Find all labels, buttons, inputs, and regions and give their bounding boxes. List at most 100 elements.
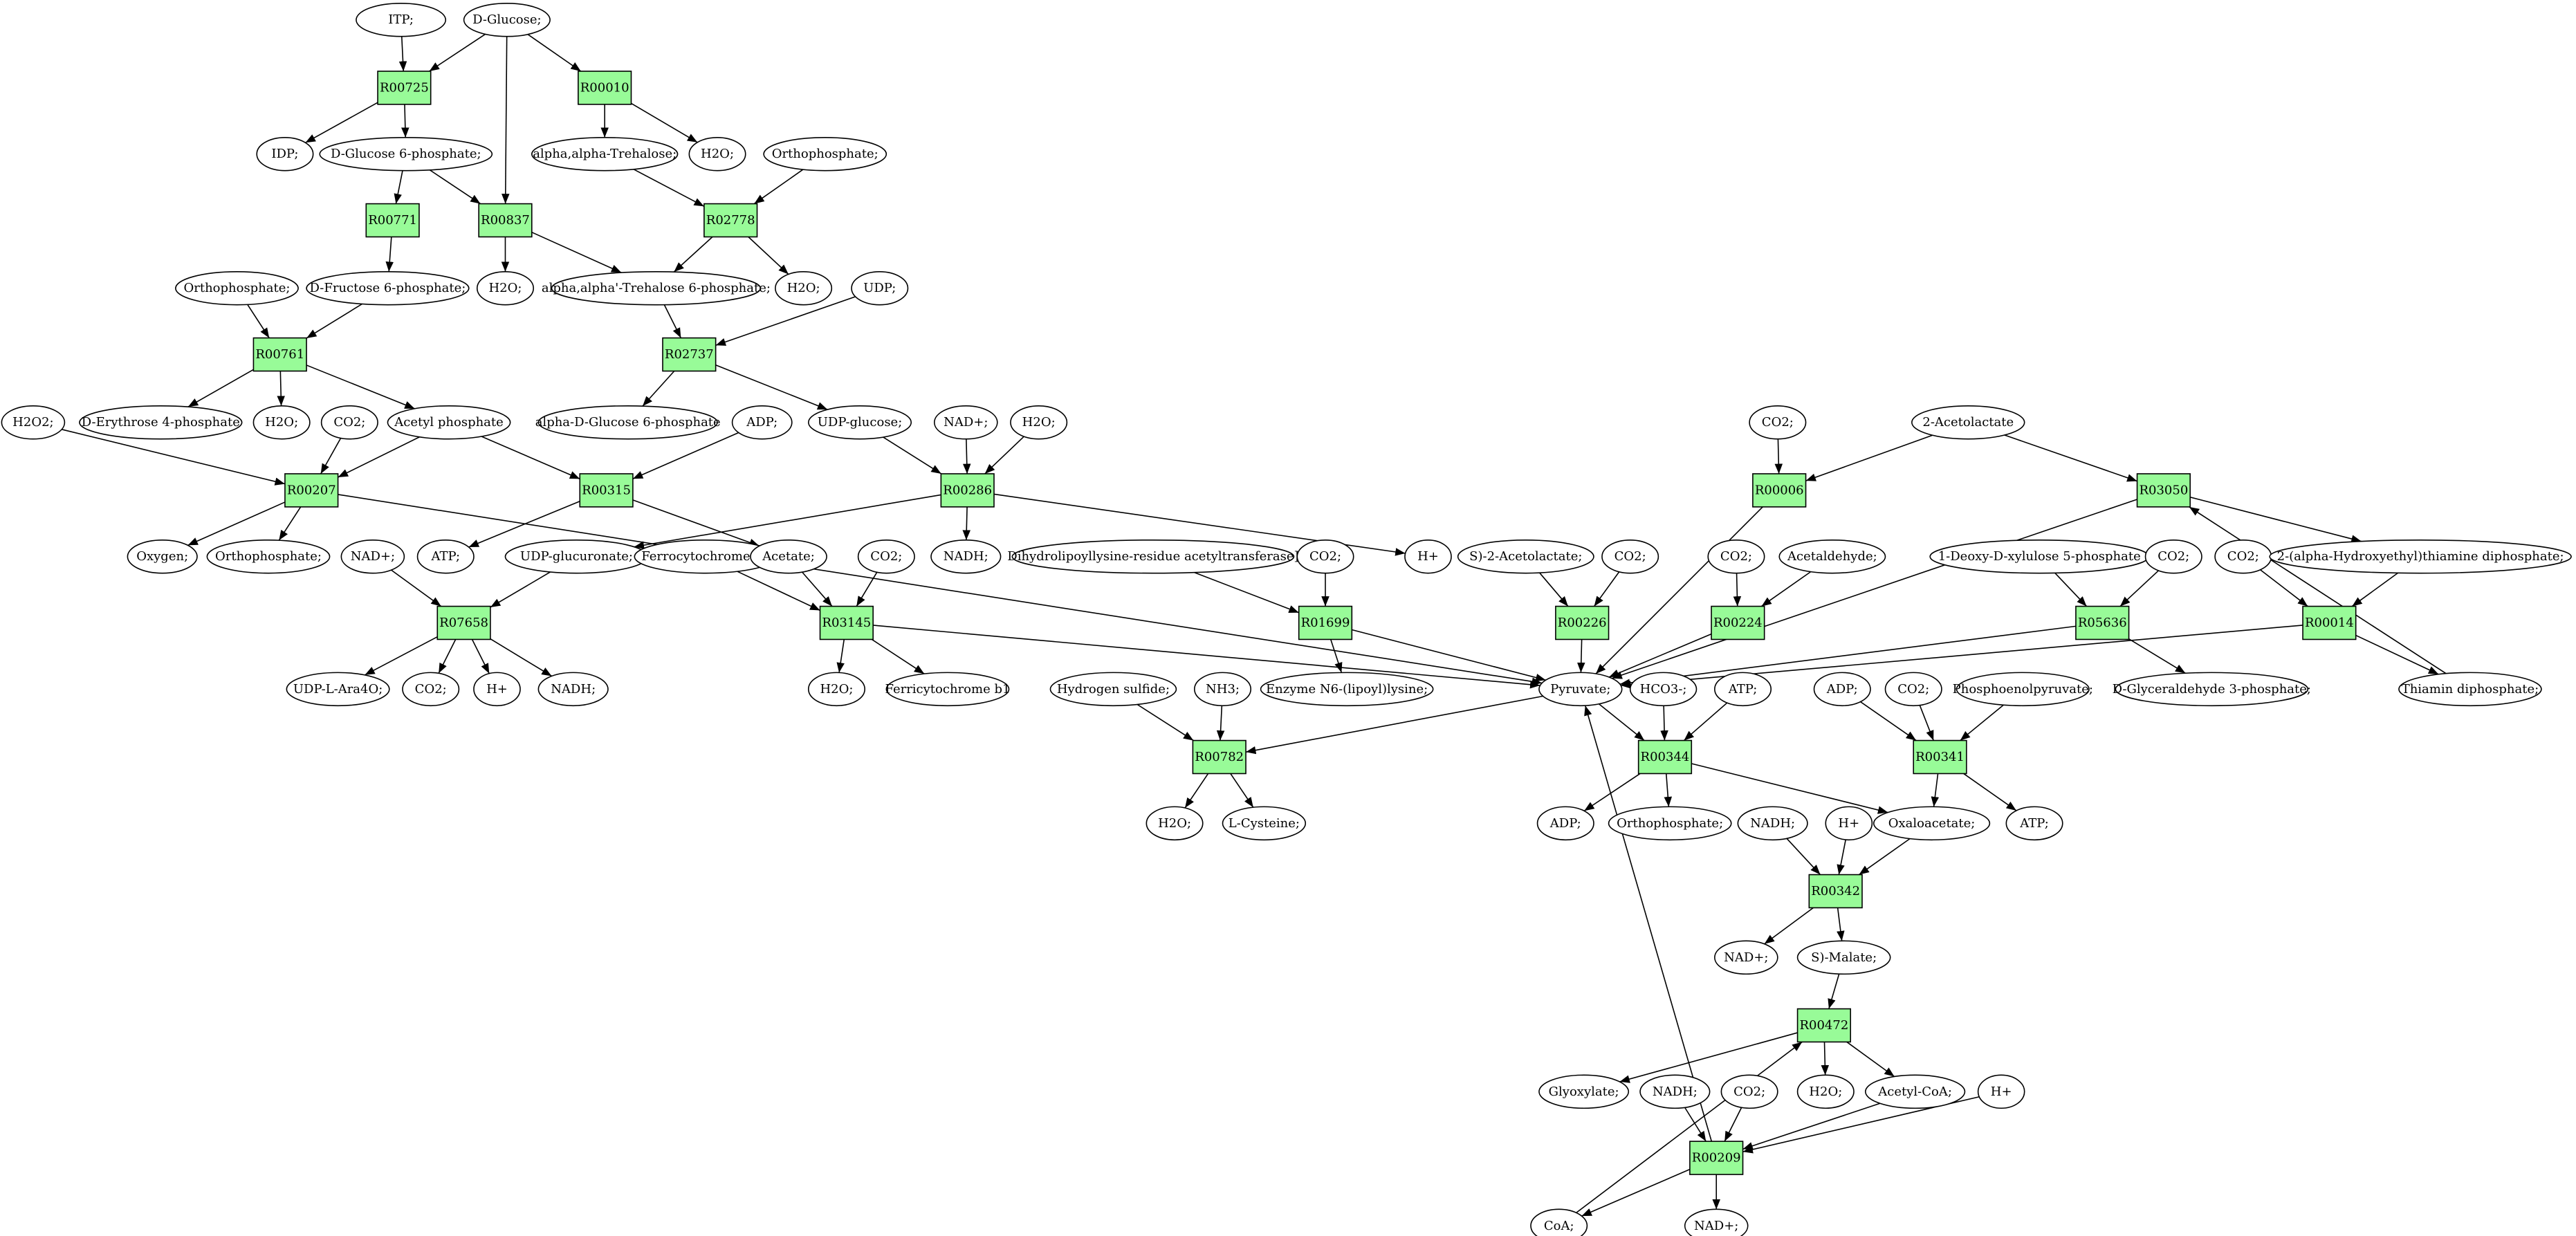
metabolite-node-udp-glucuronate[interactable]: UDP-glucuronate; bbox=[504, 539, 649, 574]
target-metabolite-cysteine[interactable]: L-Cysteine; bbox=[1222, 806, 1307, 841]
reaction-node-r00761[interactable]: R00761 bbox=[252, 337, 307, 372]
metabolite-node-adp-2[interactable]: ADP; bbox=[1813, 672, 1871, 707]
reaction-node-r00207[interactable]: R00207 bbox=[284, 473, 339, 508]
metabolite-node-adp-1[interactable]: ADP; bbox=[731, 405, 793, 440]
metabolite-node-udp-ara4o[interactable]: UDP-L-Ara4O; bbox=[286, 672, 390, 707]
metabolite-node-nadh-4[interactable]: NADH; bbox=[1639, 1074, 1711, 1109]
metabolite-node-acetyl-coa[interactable]: Acetyl-CoA; bbox=[1864, 1074, 1966, 1109]
metabolite-node-h-2[interactable]: H+ bbox=[473, 672, 521, 707]
metabolite-node-co2-8[interactable]: CO2; bbox=[2214, 539, 2272, 574]
reaction-node-r01699[interactable]: R01699 bbox=[1298, 605, 1353, 640]
metabolite-node-h2o-8[interactable]: H2O; bbox=[1796, 1074, 1855, 1109]
metabolite-node-orthophosphate-4[interactable]: Orthophosphate; bbox=[1608, 806, 1732, 841]
metabolite-node-nad-3[interactable]: NAD+; bbox=[1714, 940, 1778, 975]
metabolite-node-h2o-1[interactable]: H2O; bbox=[688, 136, 746, 172]
reaction-node-r07658[interactable]: R07658 bbox=[436, 605, 491, 640]
metabolite-node-ag6p[interactable]: alpha-D-Glucose 6-phosphate bbox=[535, 405, 721, 440]
metabolite-node-pyruvate[interactable]: Pyruvate; bbox=[1538, 672, 1623, 707]
reaction-node-r00472[interactable]: R00472 bbox=[1796, 1008, 1852, 1043]
metabolite-node-ferricytochrome[interactable]: Ferricytochrome b1 bbox=[885, 672, 1010, 707]
metabolite-node-nad-1[interactable]: NAD+; bbox=[933, 405, 998, 440]
metabolite-node-ferrocytochrome[interactable]: Ferrocytochrome b1 bbox=[634, 539, 778, 574]
metabolite-node-h2o2[interactable]: H2O2; bbox=[1, 405, 66, 440]
metabolite-node-orthophosphate-3[interactable]: Orthophosphate; bbox=[206, 539, 331, 574]
metabolite-node-dihydrolipoyllysine[interactable]: Dihydrolipoyllysine-residue acetyltransf… bbox=[1007, 539, 1299, 574]
metabolite-node-pep[interactable]: Phosphoenolpyruvate; bbox=[1953, 672, 2093, 707]
metabolite-node-orthophosphate-2[interactable]: Orthophosphate; bbox=[175, 270, 299, 306]
metabolite-node-oxaloacetate[interactable]: Oxaloacetate; bbox=[1873, 806, 1991, 841]
reaction-node-r00226[interactable]: R00226 bbox=[1555, 605, 1610, 640]
metabolite-node-co2-7[interactable]: CO2; bbox=[2144, 539, 2202, 574]
metabolite-node-udp-glucose[interactable]: UDP-glucose; bbox=[807, 405, 912, 440]
reaction-node-r00010[interactable]: R00010 bbox=[578, 71, 632, 105]
metabolite-node-nad-4[interactable]: NAD+; bbox=[1684, 1208, 1749, 1236]
reaction-node-r00771[interactable]: R00771 bbox=[365, 203, 420, 238]
metabolite-node-h-1[interactable]: H+ bbox=[1404, 539, 1452, 574]
metabolite-node-atp-1[interactable]: ATP; bbox=[416, 539, 475, 574]
metabolite-node-h-3[interactable]: H+ bbox=[1825, 806, 1873, 841]
metabolite-node-deoxyxylulose[interactable]: 1-Deoxy-D-xylulose 5-phosphate bbox=[1929, 539, 2150, 574]
metabolite-node-co2-6[interactable]: CO2; bbox=[1707, 539, 1765, 574]
metabolite-node-t6p[interactable]: alpha,alpha'-Trehalose 6-phosphate; bbox=[542, 270, 771, 306]
reaction-node-r00725[interactable]: R00725 bbox=[377, 71, 432, 105]
metabolite-node-idp[interactable]: IDP; bbox=[256, 136, 314, 172]
metabolite-node-h2o-5[interactable]: H2O; bbox=[1010, 405, 1068, 440]
reaction-node-r00286[interactable]: R00286 bbox=[940, 473, 995, 508]
metabolite-node-hco3[interactable]: HCO3-; bbox=[1629, 672, 1698, 707]
metabolite-node-adp-3[interactable]: ADP; bbox=[1536, 806, 1594, 841]
metabolite-node-h2o-3[interactable]: H2O; bbox=[775, 270, 833, 306]
reaction-node-r00006[interactable]: R00006 bbox=[1752, 473, 1807, 508]
metabolite-node-udp[interactable]: UDP; bbox=[851, 270, 909, 306]
metabolite-node-co2-5[interactable]: CO2; bbox=[1601, 539, 1659, 574]
metabolite-node-co2-11[interactable]: CO2; bbox=[1720, 1074, 1778, 1109]
metabolite-node-nadh-2[interactable]: NADH; bbox=[537, 672, 609, 707]
metabolite-node-acetyl-phosphate[interactable]: Acetyl phosphate bbox=[387, 405, 511, 440]
metabolite-node-nadh-1[interactable]: NADH; bbox=[930, 539, 1002, 574]
reaction-node-r02737[interactable]: R02737 bbox=[662, 337, 717, 372]
metabolite-node-co2-2[interactable]: CO2; bbox=[1749, 405, 1807, 440]
reaction-node-r00224[interactable]: R00224 bbox=[1711, 605, 1765, 640]
metabolite-node-h2o-7[interactable]: H2O; bbox=[1146, 806, 1204, 841]
metabolite-node-thiamin-dp[interactable]: Thiamin diphosphate; bbox=[2398, 672, 2542, 707]
metabolite-node-g6p[interactable]: D-Glucose 6-phosphate; bbox=[319, 136, 493, 172]
metabolite-node-enzyme-lipoyllysine[interactable]: Enzyme N6-(lipoyl)lysine; bbox=[1260, 672, 1434, 707]
metabolite-node-gap[interactable]: D-Glyceraldehyde 3-phosphate; bbox=[2113, 672, 2311, 707]
metabolite-node-e4p[interactable]: D-Erythrose 4-phosphate bbox=[79, 405, 243, 440]
reaction-node-r02778[interactable]: R02778 bbox=[703, 203, 758, 238]
metabolite-node-co2-10[interactable]: CO2; bbox=[1884, 672, 1942, 707]
metabolite-node-nad-2[interactable]: NAD+; bbox=[340, 539, 405, 574]
metabolite-node-nadh-3[interactable]: NADH; bbox=[1737, 806, 1808, 841]
metabolite-node-itp[interactable]: ITP; bbox=[356, 2, 447, 37]
metabolite-node-hydrogen-sulfide[interactable]: Hydrogen sulfide; bbox=[1049, 672, 1177, 707]
reaction-node-r00209[interactable]: R00209 bbox=[1689, 1141, 1744, 1175]
metabolite-node-co2-1[interactable]: CO2; bbox=[320, 405, 378, 440]
reaction-node-r00837[interactable]: R00837 bbox=[478, 203, 533, 238]
reaction-node-r03145[interactable]: R03145 bbox=[819, 605, 874, 640]
reaction-node-r00014[interactable]: R00014 bbox=[2302, 605, 2357, 640]
metabolite-node-h2o-6[interactable]: H2O; bbox=[807, 672, 865, 707]
reaction-node-r00315[interactable]: R00315 bbox=[579, 473, 634, 508]
metabolite-node-trehalose[interactable]: alpha,alpha-Trehalose; bbox=[531, 136, 679, 172]
metabolite-node-acetolactate[interactable]: 2-Acetolactate bbox=[1911, 405, 2025, 440]
metabolite-node-hydroxyethyl-tpp[interactable]: 2-(alpha-Hydroxyethyl)thiamine diphospha… bbox=[2269, 539, 2572, 574]
metabolite-node-oxygen[interactable]: Oxygen; bbox=[127, 539, 198, 574]
metabolite-node-atp-3[interactable]: ATP; bbox=[2005, 806, 2063, 841]
reaction-node-r00342[interactable]: R00342 bbox=[1808, 874, 1863, 909]
metabolite-node-h-4[interactable]: H+ bbox=[1977, 1074, 2025, 1109]
metabolite-node-co2-9[interactable]: CO2; bbox=[402, 672, 460, 707]
reaction-node-r00341[interactable]: R00341 bbox=[1913, 739, 1967, 775]
reaction-node-r00344[interactable]: R00344 bbox=[1637, 739, 1693, 775]
metabolite-node-co2-4[interactable]: CO2; bbox=[1296, 539, 1354, 574]
metabolite-node-h2o-4[interactable]: H2O; bbox=[252, 405, 311, 440]
reaction-node-r05636[interactable]: R05636 bbox=[2075, 605, 2130, 640]
metabolite-node-glyoxylate[interactable]: Glyoxylate; bbox=[1538, 1074, 1630, 1109]
metabolite-node-co2-3[interactable]: CO2; bbox=[857, 539, 915, 574]
metabolite-node-acetate[interactable]: Acetate; bbox=[750, 539, 827, 574]
metabolite-node-orthophosphate-1[interactable]: Orthophosphate; bbox=[763, 136, 887, 172]
start-metabolite-glucose[interactable]: D-Glucose; bbox=[463, 2, 551, 37]
metabolite-node-acetaldehyde[interactable]: Acetaldehyde; bbox=[1778, 539, 1886, 574]
reaction-node-r03050[interactable]: R03050 bbox=[2136, 473, 2191, 508]
metabolite-node-f6p[interactable]: D-Fructose 6-phosphate; bbox=[306, 270, 470, 306]
metabolite-node-s-acetolactate[interactable]: S)-2-Acetolactate; bbox=[1457, 539, 1594, 574]
metabolite-node-nh3[interactable]: NH3; bbox=[1193, 672, 1252, 707]
